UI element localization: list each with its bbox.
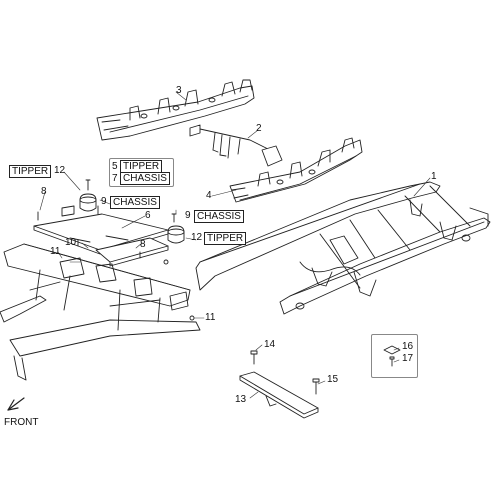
variant-chassis-9-left: CHASSIS bbox=[110, 196, 160, 209]
callout-11-right: 11 bbox=[205, 312, 216, 323]
part-9-pad-left bbox=[61, 205, 75, 217]
front-label: FRONT bbox=[4, 417, 39, 428]
callout-14: 14 bbox=[264, 339, 276, 350]
variant-tipper-top: TIPPER bbox=[9, 165, 52, 178]
callout-9-right: 9 bbox=[185, 210, 191, 221]
callout-10: 10 bbox=[65, 237, 77, 248]
part-1-chassis-frame bbox=[195, 181, 491, 315]
part-4-cross-member bbox=[229, 137, 363, 203]
leader-lines bbox=[39, 91, 431, 399]
part-2-bracket bbox=[189, 124, 283, 167]
callout-1: 1 bbox=[431, 171, 437, 182]
callout-7: 7 bbox=[112, 173, 118, 184]
variant-chassis-7: CHASSIS bbox=[120, 172, 170, 185]
variant-tipper-12-bottom: TIPPER bbox=[204, 232, 247, 245]
part-15-bolt bbox=[312, 378, 320, 395]
callout-3: 3 bbox=[176, 85, 182, 96]
callout-9-left: 9 bbox=[101, 196, 107, 207]
callout-4: 4 bbox=[206, 190, 212, 201]
front-arrow-icon bbox=[7, 397, 25, 411]
callout-8-right: 8 bbox=[140, 239, 146, 250]
variant-chassis-9-right: CHASSIS bbox=[194, 210, 244, 223]
part-3-cross-member bbox=[96, 79, 255, 141]
callout-12-top: 12 bbox=[54, 165, 66, 176]
part-16-17-kit bbox=[383, 345, 401, 367]
callout-2: 2 bbox=[256, 123, 262, 134]
part-13-rail bbox=[239, 371, 319, 419]
callout-12-bottom: 12 bbox=[191, 232, 203, 243]
rear-subframe bbox=[0, 243, 201, 381]
callout-15: 15 bbox=[327, 374, 339, 385]
callout-17: 17 bbox=[402, 353, 414, 364]
callout-11-left: 11 bbox=[50, 246, 61, 257]
callout-16: 16 bbox=[402, 341, 414, 352]
callout-6: 6 bbox=[145, 210, 151, 221]
callout-13: 13 bbox=[235, 394, 247, 405]
callout-8-left: 8 bbox=[41, 186, 47, 197]
part-14-bolt bbox=[250, 350, 258, 365]
callout-5: 5 bbox=[112, 161, 118, 172]
part-12-pad-right bbox=[167, 225, 185, 244]
fasteners bbox=[37, 179, 195, 321]
kit-box-16-17 bbox=[371, 334, 418, 378]
variant-group-5-7 bbox=[109, 158, 174, 187]
part-12-pad-left bbox=[79, 193, 97, 212]
